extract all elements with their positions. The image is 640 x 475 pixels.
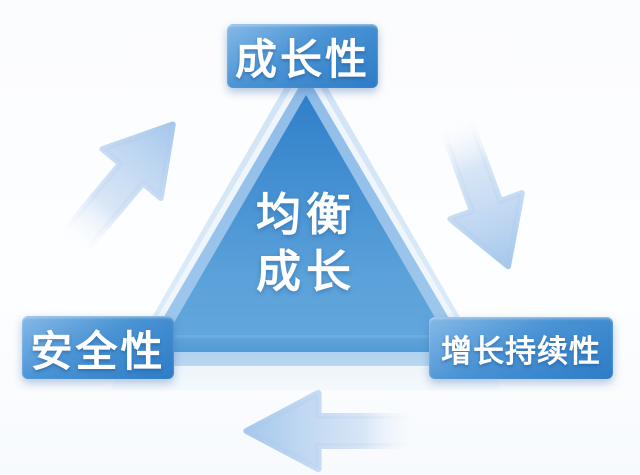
node-top-label: 成长性 xyxy=(227,24,378,88)
arrow-up-right-icon xyxy=(55,121,176,260)
center-label-line1: 均衡 xyxy=(255,188,356,241)
arrow-left-icon xyxy=(243,390,429,472)
triangle-inner-layer xyxy=(157,95,455,352)
node-bottom-left-label: 安全性 xyxy=(22,316,174,379)
center-label-line2: 成长 xyxy=(255,245,356,298)
arrow-down-right-icon xyxy=(436,107,525,270)
triangle-center-label: 均衡 成长 xyxy=(183,186,429,300)
node-bottom-right-label: 增长持续性 xyxy=(429,317,613,379)
triangle-sheen xyxy=(175,335,437,338)
